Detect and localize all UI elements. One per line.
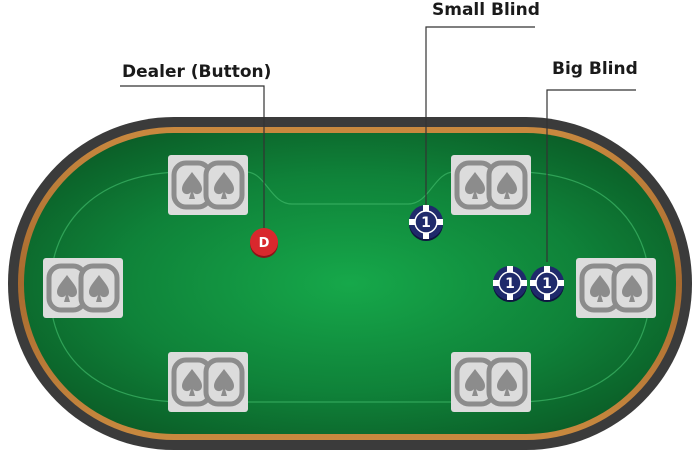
seat-bottom-right [451,352,531,412]
big-blind-chip-value-1: 1 [505,276,515,292]
big-blind-chip-value-2: 1 [542,276,552,292]
dealer-button-icon: D [250,228,278,258]
big-blind-label: Big Blind [552,59,638,79]
dealer-label: Dealer (Button) [122,62,271,82]
small-blind-chip-icon: 1 [408,204,444,242]
seat-left [43,258,123,318]
small-blind-label: Small Blind [432,0,540,20]
small-blind-chip-value: 1 [421,215,431,231]
big-blind-chip-icon-1: 1 [492,265,528,303]
seat-bottom-left [168,352,248,412]
big-blind-callout-line [546,89,636,262]
seat-top-left [168,155,248,215]
dealer-button-letter: D [259,236,270,251]
seat-top-right [451,155,531,215]
seat-right [576,258,656,318]
big-blind-chip-icon-2: 1 [529,265,565,303]
dealer-callout-line [120,85,265,228]
small-blind-callout-line [425,26,535,206]
